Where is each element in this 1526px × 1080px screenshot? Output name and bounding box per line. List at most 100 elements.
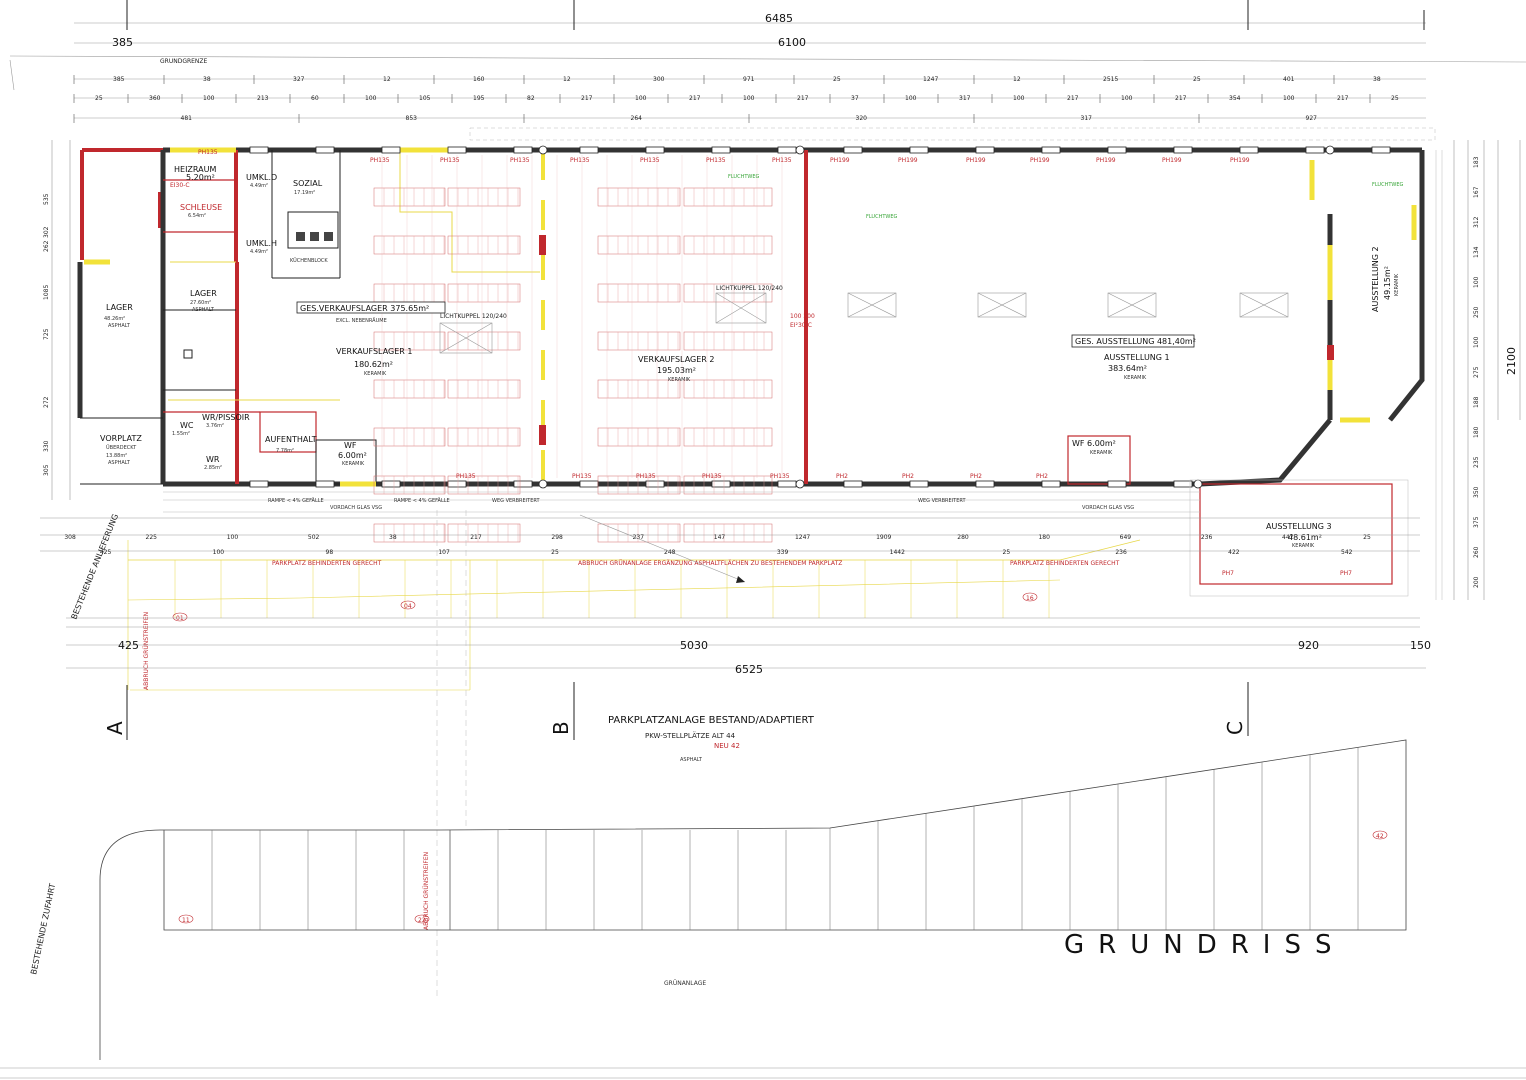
gruenanlage-label: GRÜNANLAGE [664,980,706,987]
rack-6-2 [597,475,681,495]
ph2-bot-0: PH2 [836,473,848,480]
dim-right-11: 350 [1473,486,1480,498]
dim-row2-10: 100 [635,95,647,102]
pier-top-5 [579,146,599,154]
parking-tag-upper-1: 04 [404,603,412,610]
dim-row2-21: 354 [1229,95,1241,102]
pier-top-13 [1107,146,1127,154]
pier-top-10 [909,146,929,154]
dim-bottom-a-14: 236 [1201,534,1213,541]
ph135-bot-2: PH135 [636,473,656,480]
dim-bottom-a-5: 217 [470,534,482,541]
dim-row2-13: 217 [797,95,809,102]
parking-tag-lower-2: 22 [418,917,426,924]
dim-row2-22: 100 [1283,95,1295,102]
dim-bottom-a-8: 147 [714,534,726,541]
room-vkl1-area: 180.62m² [354,360,393,369]
room-vkl1-finish: KERAMIK [364,371,387,377]
ei30c-label-2: EI²30-C [790,322,812,329]
dim-right-4: 100 [1473,276,1480,288]
room-wf1-area: 6.00m² [338,451,367,460]
room-schleuse-area: 6.54m² [188,213,206,219]
dim-row2-15: 100 [905,95,917,102]
room-lager2-finish: ASPHALT [192,307,215,313]
fluchtweg-2: FLUCHTWEG [866,214,897,220]
room-aus3-area: 48.61m² [1288,533,1322,542]
wall-piers [249,145,1391,489]
dim-right-14: 200 [1473,576,1480,588]
room-wf2-finish: KERAMIK [1090,450,1113,456]
section-b: B [549,721,573,735]
dim-row1-0: 385 [113,76,125,83]
pier-bottom-4 [513,480,533,488]
rack-5-2 [597,427,681,447]
top-dimension-lines [74,0,1426,119]
room-aus2-area: 49.15m² [1383,266,1392,300]
rack-6-1 [447,475,521,495]
dim-bottom-a-12: 180 [1038,534,1050,541]
rack-5-3 [683,427,773,447]
dim-bottom-seg-0: 425 [118,639,139,652]
ph135-top-3: PH135 [570,157,590,164]
rack-2-0 [373,283,446,303]
dim-left-5: 272 [43,396,50,408]
pier-top-3 [447,146,467,154]
room-aus2-finish: KERAMIK [1394,273,1400,296]
dim-bottom-b-3: 107 [438,549,450,556]
lichtkuppel-label-1: LICHTKUPPEL 120/240 [440,313,507,320]
pier-top-11 [975,146,995,154]
rack-4-0 [373,379,446,399]
summary-verkaufslager-note: EXCL. NEBENRÄUME [336,317,387,324]
dim-row2-19: 100 [1121,95,1133,102]
ph199-top-4: PH199 [1096,157,1116,164]
dim-row1-12: 25 [1193,76,1201,83]
window-openings [84,147,1417,487]
ph135-bot-3: PH135 [702,473,722,480]
ph135-bot-4: PH135 [770,473,790,480]
dim-row2-9: 217 [581,95,593,102]
shelving-racks [373,155,783,543]
room-vorplatz-name: VORPLATZ [100,434,142,443]
parking-subtitle: PKW-STELLPLÄTZE ALT 44 [645,731,736,740]
room-lager1-finish: ASPHALT [108,323,131,329]
dim-left-0: 535 [43,193,50,205]
parking-tag-lower-0: 11 [182,917,190,924]
dim-row1-8: 25 [833,76,841,83]
room-umklh-area: 4.49m² [250,249,268,255]
dim-left-2: 262 [43,240,50,252]
room-umklh-name: UMKL.H [246,239,277,248]
parkplatz-behindert-1: PARKPLATZ BEHINDERTEN GERECHT [272,560,382,567]
pier-bottom-0 [249,480,269,488]
ph2-bot-3: PH2 [1036,473,1048,480]
room-vkl1-name: VERKAUFSLAGER 1 [336,347,412,356]
dim-row2-20: 217 [1175,95,1187,102]
dim-bottom-a-3: 502 [308,534,320,541]
pier-bottom-3 [447,480,467,488]
room-aus1-name: AUSSTELLUNG 1 [1104,353,1170,362]
ph135-top-1: PH135 [440,157,460,164]
rack-1-0 [373,235,446,255]
dim-row1-9: 1247 [923,76,938,83]
room-aus3-finish: KERAMIK [1292,543,1315,549]
pier-top-12 [1041,146,1061,154]
room-vkl2-finish: KERAMIK [668,377,691,383]
room-wf1-name: WF [344,441,357,450]
pier-top-0 [249,146,269,154]
ph135-bot-0: PH135 [456,473,476,480]
ph7-bot-1: PH7 [1340,570,1352,577]
column-3 [795,479,805,489]
pier-bottom-1 [315,480,335,488]
room-umkld-area: 4.49m² [250,183,268,189]
ph135-top-2: PH135 [510,157,530,164]
rack-4-2 [597,379,681,399]
dim-bottom-b-6: 339 [777,549,789,556]
dim-row3-4: 317 [1081,115,1093,122]
pier-bottom-2 [381,480,401,488]
ph2-bot-2: PH2 [970,473,982,480]
right-dimension-lines [1453,140,1521,600]
pier-top-9 [843,146,863,154]
ph135-top-5: PH135 [706,157,726,164]
